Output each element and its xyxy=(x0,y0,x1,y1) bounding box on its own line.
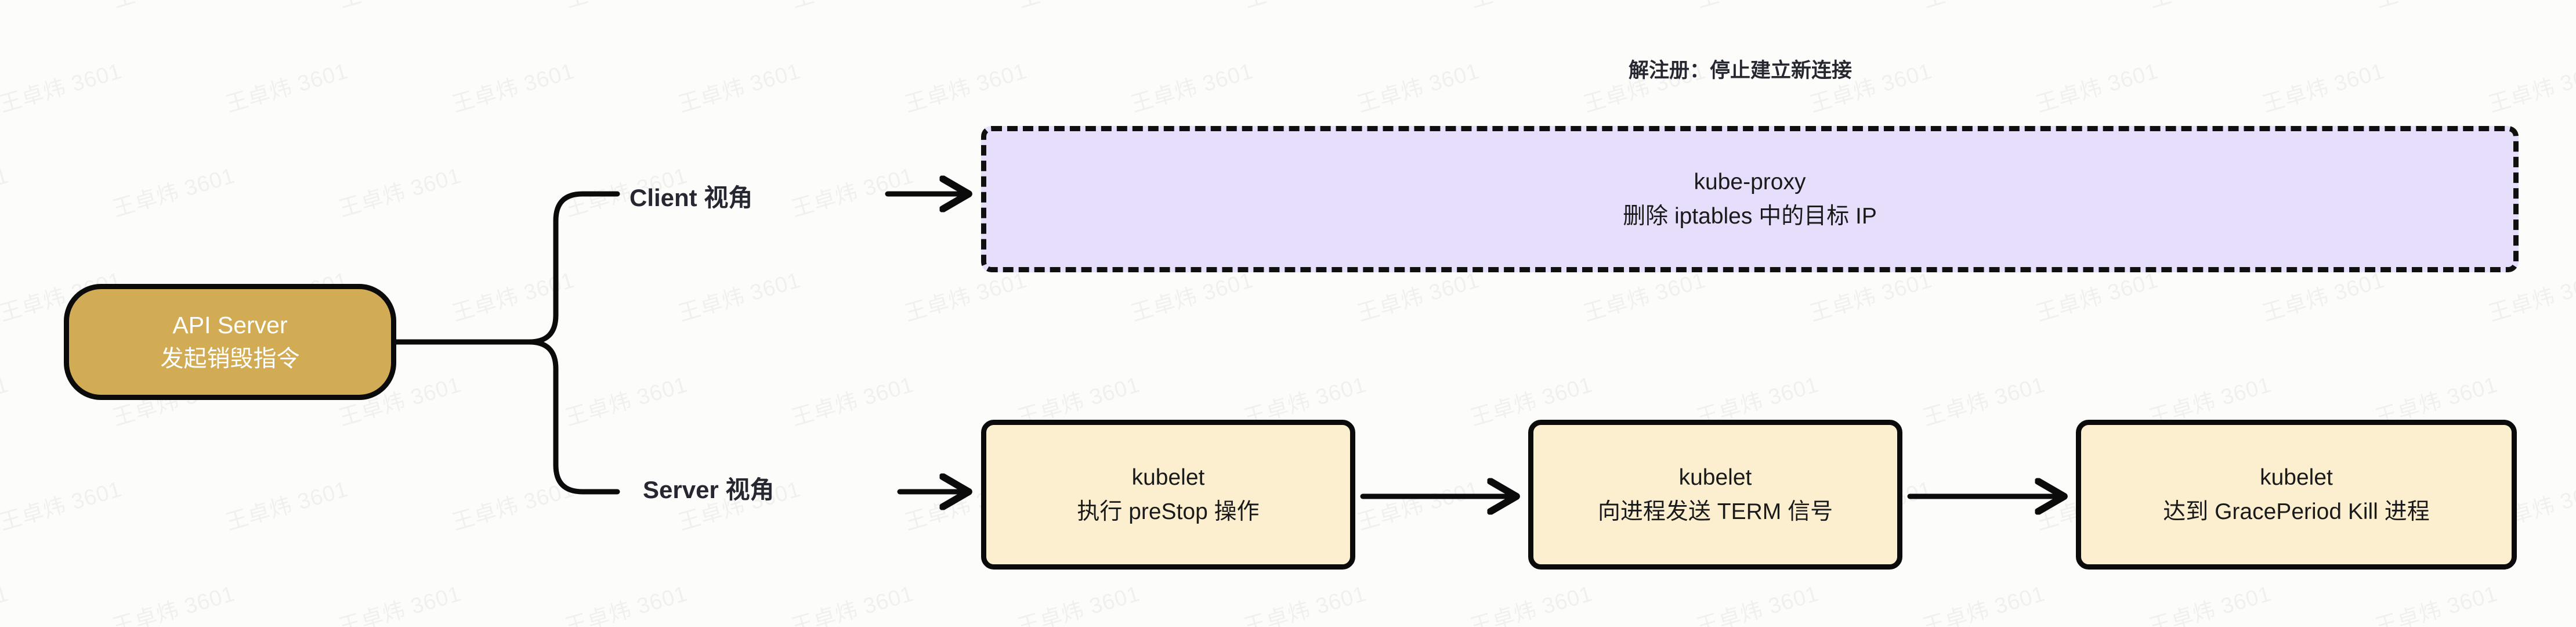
node-kubelet-term[interactable]: kubelet 向进程发送 TERM 信号 xyxy=(1528,420,1902,570)
node-kubelet-kill-title: kubelet xyxy=(2260,464,2333,490)
branch-label-server-view: Server 视角 xyxy=(643,476,775,503)
node-kubelet-prestop-title: kubelet xyxy=(1131,464,1205,490)
node-kubelet-kill[interactable]: kubelet 达到 GracePeriod Kill 进程 xyxy=(2076,420,2517,570)
node-api-server-title: API Server xyxy=(172,312,288,339)
node-kubelet-prestop[interactable]: kubelet 执行 preStop 操作 xyxy=(981,420,1355,570)
node-kube-proxy-title: kube-proxy xyxy=(1694,169,1806,194)
node-kube-proxy[interactable]: kube-proxy 删除 iptables 中的目标 IP xyxy=(981,126,2519,272)
node-kubelet-term-subtitle: 向进程发送 TERM 信号 xyxy=(1597,499,1833,524)
node-kube-proxy-subtitle: 删除 iptables 中的目标 IP xyxy=(1623,204,1877,229)
node-api-server[interactable]: API Server 发起销毁指令 xyxy=(64,284,396,400)
node-api-server-subtitle: 发起销毁指令 xyxy=(160,345,300,372)
branch-label-client-view: Client 视角 xyxy=(629,184,753,211)
caption-deregister: 解注册：停止建立新连接 xyxy=(1629,59,1853,82)
node-kubelet-term-title: kubelet xyxy=(1678,464,1752,490)
node-kubelet-kill-subtitle: 达到 GracePeriod Kill 进程 xyxy=(2163,499,2430,524)
node-kubelet-prestop-subtitle: 执行 preStop 操作 xyxy=(1077,499,1260,524)
